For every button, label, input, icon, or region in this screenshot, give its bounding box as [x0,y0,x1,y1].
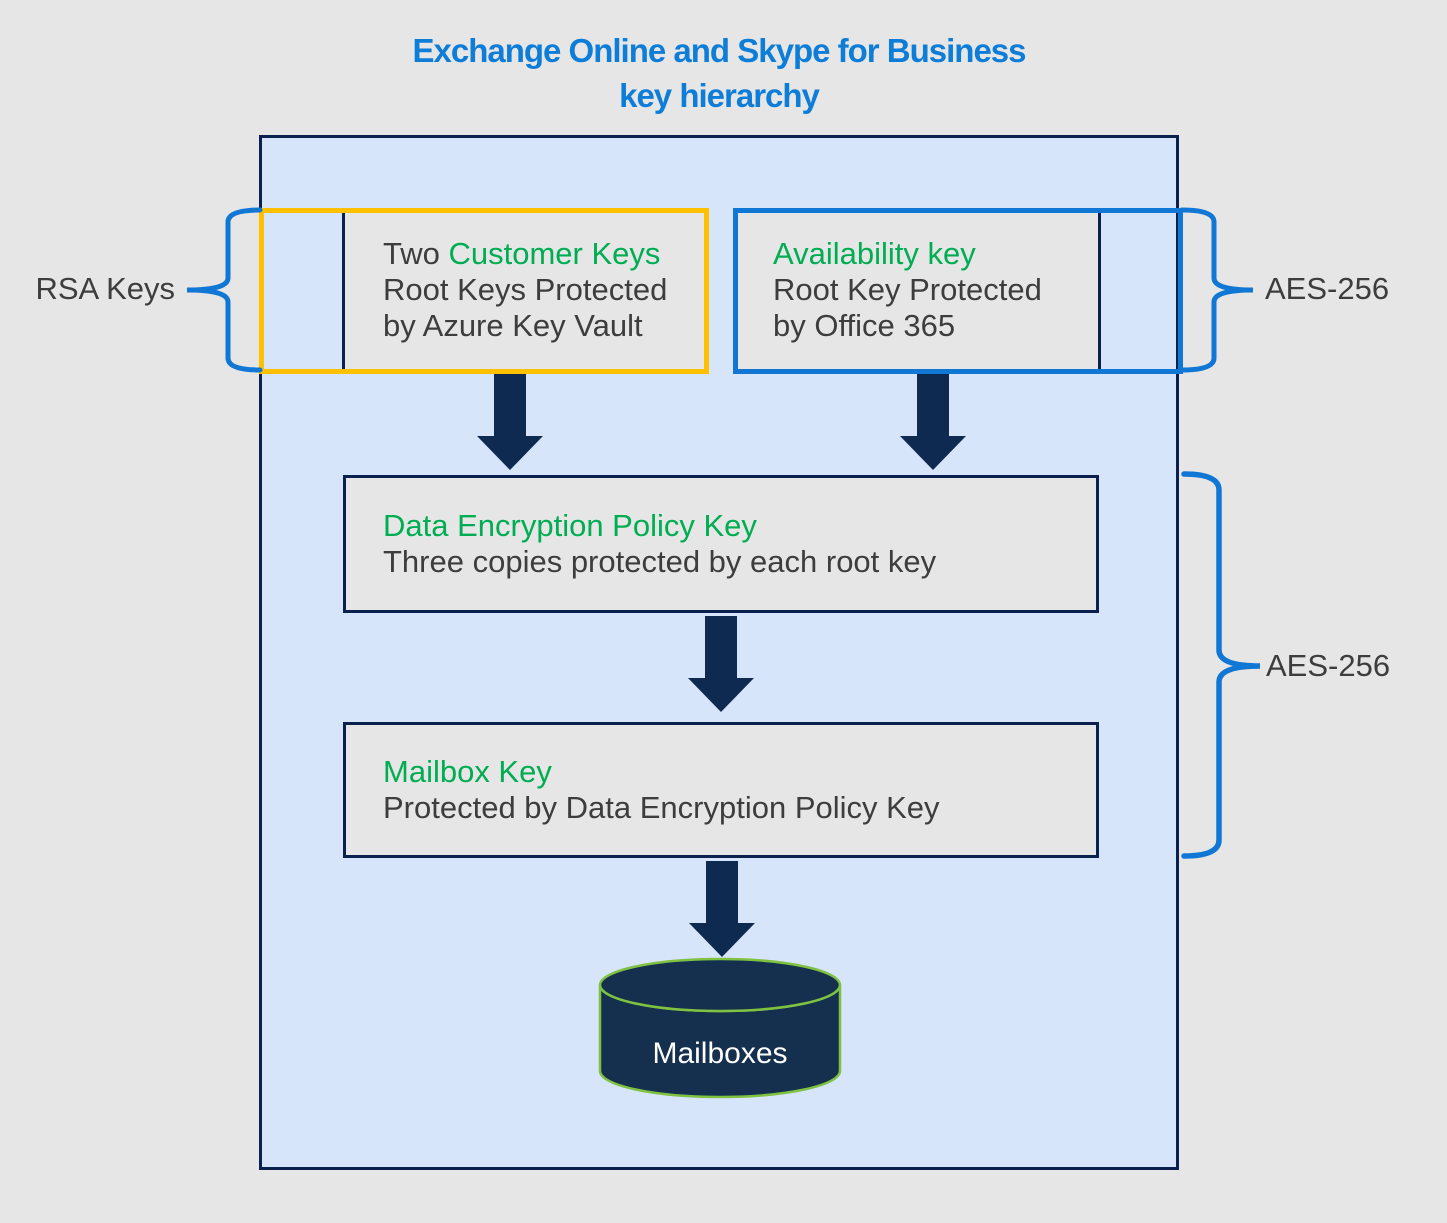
customer-keys-text: Two Customer Keys Root Keys Protected by… [383,236,667,344]
rsa-keys-brace [186,207,263,373]
aes-top-brace [1179,207,1254,373]
aes-256-top-label: AES-256 [1265,271,1390,306]
arrow-down-availability-key [900,374,966,470]
down-arrow-icon [688,616,754,712]
aes-middle-brace [1181,471,1261,859]
availability-key-divider-line [1098,213,1101,369]
dep-key-box [343,475,1099,613]
availability-key-panel [738,213,1098,369]
mailbox-key-desc: Protected by Data Encryption Policy Key [383,790,940,825]
arrow-down-mailbox-key [689,861,755,957]
page-title: Exchange Online and Skype for Business k… [259,28,1179,118]
right-curly-brace-middle [1181,471,1261,859]
customer-keys-title-line: Two Customer Keys [383,236,667,272]
customer-keys-panel [345,213,705,369]
down-arrow-icon [689,861,755,957]
mailboxes-label: Mailboxes [652,1037,788,1070]
right-curly-brace-top [1179,207,1254,373]
dep-key-desc: Three copies protected by each root key [383,544,937,579]
mailbox-key-name: Mailbox Key [383,754,552,789]
customer-keys-desc1: Root Keys Protected [383,272,668,307]
rsa-keys-label: RSA Keys [35,271,175,306]
mailboxes-cylinder [598,957,842,1099]
arrow-down-dep-key [688,616,754,712]
dep-key-text: Data Encryption Policy Key Three copies … [383,508,936,580]
customer-keys-name: Customer Keys [448,236,661,271]
arrow-down-customer-keys [477,374,543,470]
dep-key-name: Data Encryption Policy Key [383,508,757,543]
down-arrow-icon [900,374,966,470]
cylinder-lid [598,957,842,1013]
availability-key-text: Availability key Root Key Protected by O… [773,236,1042,344]
customer-keys-desc2: by Azure Key Vault [383,308,643,343]
left-curly-brace [186,207,263,373]
availability-key-desc2: by Office 365 [773,308,956,343]
availability-key-box [733,208,1183,374]
mailbox-key-text: Mailbox Key Protected by Data Encryption… [383,754,940,826]
aes-256-middle-label: AES-256 [1266,648,1391,683]
customer-keys-prefix: Two [383,236,449,271]
page-title-line2: key hierarchy [619,77,820,114]
customer-keys-box [259,208,709,374]
mailbox-key-box [343,722,1099,858]
down-arrow-icon [477,374,543,470]
availability-key-name: Availability key [773,236,976,271]
customer-keys-divider-line [342,213,345,369]
availability-key-desc1: Root Key Protected [773,272,1042,307]
page-title-line1: Exchange Online and Skype for Business [412,32,1026,69]
